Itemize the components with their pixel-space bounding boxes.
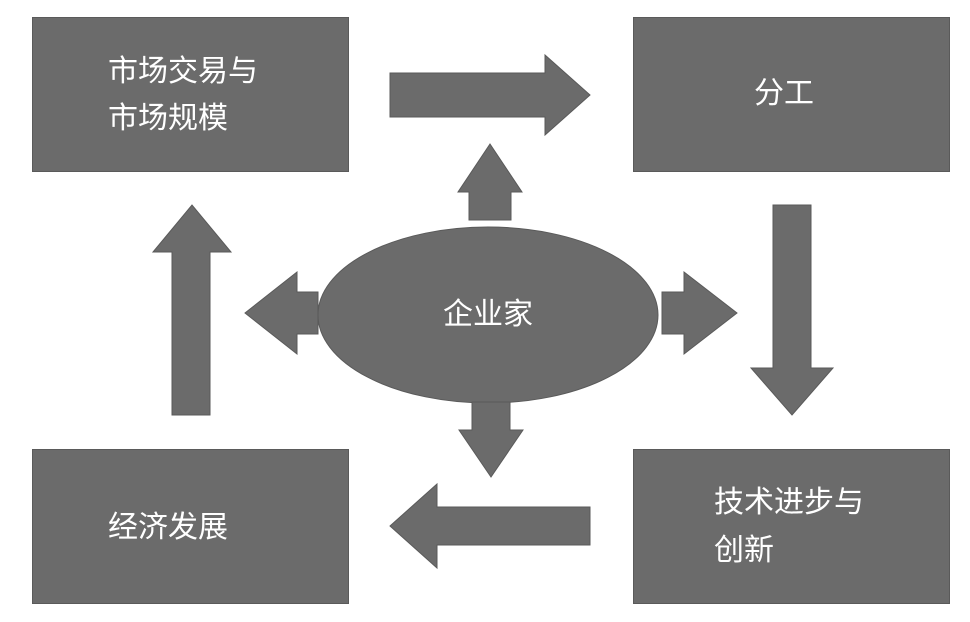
node-economy-label: 经济发展	[108, 510, 228, 545]
node-tech-line2: 创新	[714, 533, 774, 568]
center-label: 企业家	[443, 297, 533, 332]
arrow-market-to-division	[389, 53, 591, 137]
node-tech-line1: 技术进步与	[714, 485, 864, 520]
arrow-center-down	[458, 401, 524, 478]
arrow-division-to-tech	[749, 204, 835, 416]
node-division	[633, 17, 950, 172]
arrow-tech-to-economy	[389, 482, 591, 570]
node-economy	[32, 449, 349, 604]
arrow-economy-to-market	[151, 204, 233, 416]
node-division-label: 分工	[754, 76, 814, 111]
arrow-center-right	[661, 270, 738, 356]
node-tech	[633, 449, 950, 604]
node-market	[32, 17, 349, 172]
arrow-center-up	[457, 143, 523, 221]
node-market-line1: 市场交易与	[108, 54, 258, 89]
node-market-line2: 市场规模	[108, 101, 228, 136]
arrow-center-left	[244, 270, 319, 356]
